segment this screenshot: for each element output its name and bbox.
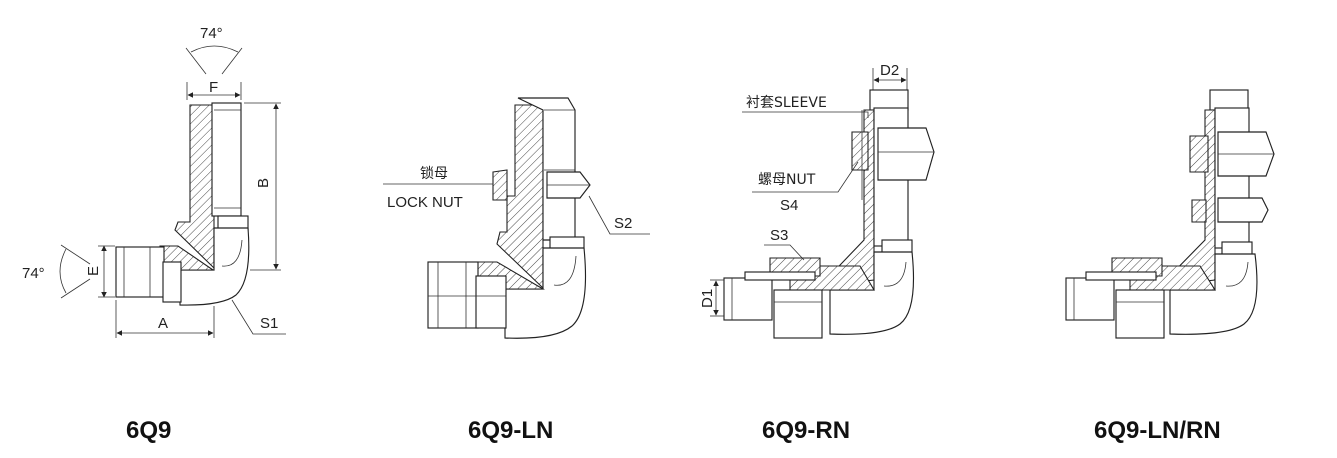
- elbow-bend: [179, 227, 250, 306]
- dim-d2-label: D2: [880, 62, 899, 79]
- locknut-en-label: LOCK NUT: [387, 194, 463, 211]
- elbow-bend: [1169, 253, 1258, 335]
- dim-s3-label: S3: [770, 227, 788, 244]
- dim-e-label: E: [85, 266, 102, 276]
- dim-s2-label: S2: [614, 215, 632, 232]
- drawing-title: 6Q9-LN/RN: [1094, 417, 1221, 444]
- sleeve-label: 衬套SLEEVE: [746, 95, 827, 111]
- nut-section: [1189, 135, 1209, 173]
- horizontal-thread: [115, 246, 165, 298]
- nut-label: 螺母NUT: [758, 172, 816, 188]
- nut-section: [851, 131, 869, 171]
- drawing-6q9: 74° F B 74° E: [22, 25, 286, 444]
- dim-a-label: A: [158, 315, 168, 332]
- drawing-title: 6Q9-LN: [468, 417, 553, 444]
- drawing-6q9-ln: 锁母 LOCK NUT S2 6Q9-LN: [383, 97, 650, 444]
- stem-thread: [211, 102, 242, 217]
- locknut-cn-label: 锁母: [420, 166, 448, 182]
- hex-nut: [877, 127, 935, 181]
- elbow-bend: [829, 251, 915, 335]
- dim-s1-label: S1: [260, 315, 278, 332]
- lock-nut: [1217, 197, 1269, 223]
- drawing-6q9-rn: D2 D1 衬套SLEEVE 螺母NUT S4 S3 6Q9-RN: [699, 62, 935, 444]
- elbow-bend: [504, 247, 587, 339]
- dim-d1-label: D1: [699, 289, 716, 308]
- angle-left-label: 74°: [22, 265, 45, 282]
- stem-body: [174, 104, 215, 270]
- drawing-title: 6Q9: [126, 417, 171, 444]
- dim-b-label: B: [255, 178, 272, 188]
- angle-top-label: 74°: [200, 25, 223, 42]
- dim-s4-label: S4: [780, 197, 798, 214]
- drawing-title: 6Q9-RN: [762, 417, 850, 444]
- lock-nut: [492, 169, 508, 201]
- drawing-6q9-ln-rn: 6Q9-LN/RN: [1065, 89, 1275, 444]
- dim-f-label: F: [209, 79, 218, 96]
